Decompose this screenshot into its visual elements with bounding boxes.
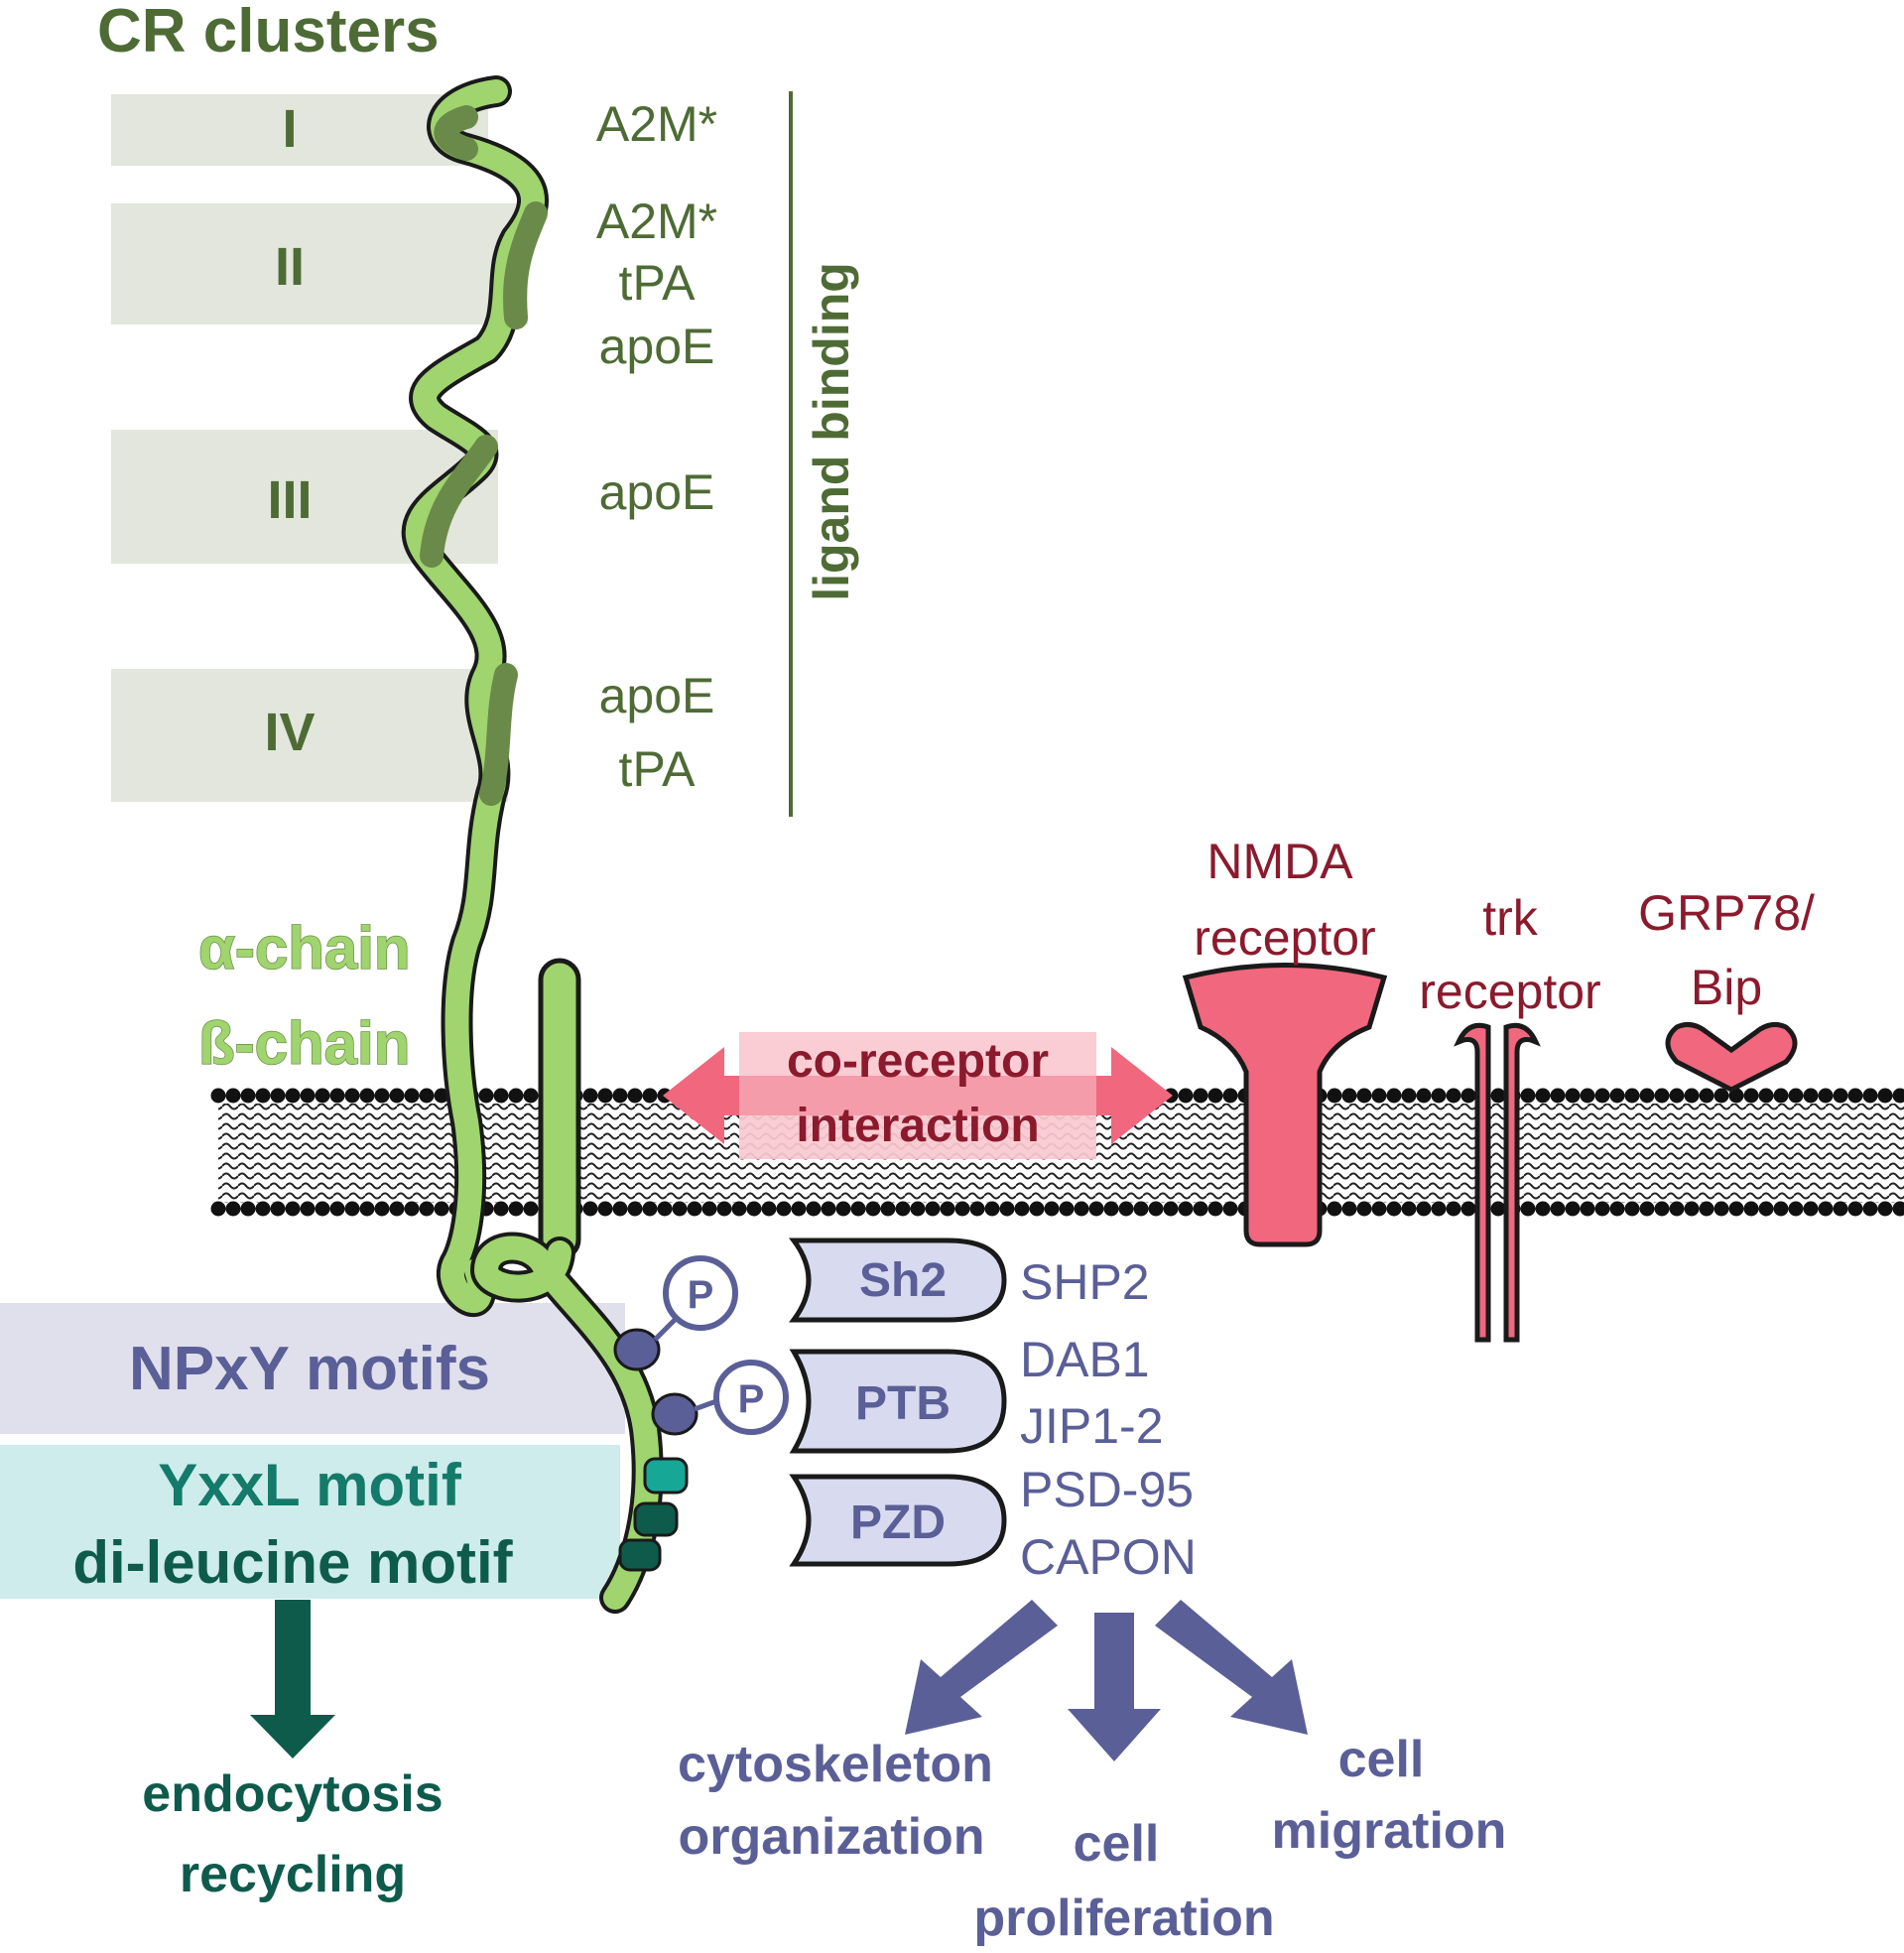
migration-label-line1: cell — [1338, 1731, 1425, 1788]
cluster-numeral-iv: IV — [264, 703, 315, 762]
yxxl-band — [0, 1445, 620, 1599]
phospho-label-2: P — [738, 1377, 765, 1421]
pzd-partner-0: PSD-95 — [1020, 1462, 1194, 1517]
nmda-label-line1: NMDA — [1206, 834, 1353, 889]
ligand-iv-1: tPA — [619, 741, 697, 797]
pzd-domain — [789, 1474, 1007, 1567]
migration-arrow — [1155, 1600, 1308, 1735]
ligand-ii-1: tPA — [619, 255, 697, 311]
grp78-label-line1: GRP78/ — [1638, 885, 1815, 941]
beta-chain-shape — [469, 958, 698, 1614]
trk-label-line1: trk — [1482, 890, 1539, 946]
endocytosis-label-line1: endocytosis — [142, 1765, 443, 1823]
grp78-label-line2: Bip — [1691, 960, 1762, 1015]
trk-label-line2: receptor — [1419, 964, 1600, 1019]
cluster-segment-iii — [420, 435, 498, 568]
ligand-iii-0: apoE — [599, 464, 715, 520]
ptb-partner-0: DAB1 — [1020, 1332, 1150, 1387]
dileucine-motif-label: di-leucine motif — [72, 1529, 513, 1596]
endocytosis-label-line2: recycling — [180, 1846, 406, 1903]
pzd-partner-1: CAPON — [1020, 1529, 1197, 1585]
npxy-band — [0, 1303, 625, 1434]
phospho-label-1: P — [688, 1273, 714, 1317]
alpha-chain-label: α-chain — [198, 915, 411, 981]
cr-clusters-title: CR clusters — [97, 0, 440, 65]
ligand-ii-2: apoE — [599, 319, 715, 374]
migration-label-line2: migration — [1272, 1802, 1507, 1860]
cluster-numeral-ii: II — [275, 237, 305, 297]
alpha-chain-shape — [401, 75, 549, 1317]
phospho-groups: P P — [653, 1255, 789, 1435]
proliferation-arrow — [1068, 1613, 1161, 1761]
trk-receptor-left — [1454, 1022, 1491, 1343]
ligand-labels: A2M* A2M* tPA apoE apoE apoE tPA — [596, 96, 717, 797]
nmda-receptor: NMDA receptor — [1182, 834, 1388, 1247]
sh2-domain-label: Sh2 — [859, 1254, 947, 1307]
pzd-domain-label: PZD — [850, 1497, 946, 1549]
coreceptor-label-line2: interaction — [796, 1100, 1039, 1152]
proliferation-label-line2: proliferation — [973, 1889, 1274, 1947]
grp78-receptor: GRP78/ Bip — [1638, 885, 1815, 1093]
nmda-receptor-shape — [1182, 963, 1388, 1247]
phospho-circle-2 — [713, 1360, 789, 1435]
cluster-segment-iv — [479, 663, 518, 806]
ptb-domain-label: PTB — [855, 1377, 951, 1430]
cytoskeleton-label-line1: cytoskeleton — [678, 1736, 993, 1793]
beta-chain-transmembrane — [538, 958, 581, 1261]
cluster-segment-i — [434, 105, 478, 161]
cluster-numeral-iii: III — [267, 470, 312, 530]
cluster-band-ii — [111, 203, 528, 325]
dileucine-site-2 — [618, 1538, 662, 1572]
sh2-partner-0: SHP2 — [1020, 1254, 1150, 1310]
yxxl-motif-label: YxxL motif — [158, 1452, 462, 1518]
beta-chain-label: ß-chain — [198, 1010, 410, 1077]
trk-receptor-right — [1503, 1022, 1541, 1343]
npxy-motifs-label: NPxY motifs — [129, 1335, 490, 1403]
proliferation-label-line1: cell — [1074, 1815, 1160, 1873]
yxxl-site — [643, 1457, 689, 1495]
cytoskeleton-arrow — [905, 1600, 1058, 1735]
ligand-binding-label: ligand binding — [804, 262, 859, 601]
dileucine-site-1 — [633, 1501, 679, 1537]
ptb-partner-1: JIP1-2 — [1020, 1398, 1164, 1454]
signaling-arrows — [905, 1600, 1308, 1761]
cluster-segment-ii — [503, 201, 548, 329]
cluster-band-iv — [111, 669, 508, 802]
sh2-domain — [789, 1237, 1007, 1323]
cluster-band-i — [111, 94, 488, 166]
cluster-numeral-i: I — [282, 99, 297, 159]
nmda-label-line2: receptor — [1194, 910, 1375, 966]
endocytosis-arrow — [250, 1600, 335, 1758]
trk-receptor: trk receptor — [1419, 890, 1601, 1343]
grp78-shape — [1665, 1021, 1798, 1093]
ligand-iv-0: apoE — [599, 668, 715, 723]
membrane-tails-lower — [218, 1151, 1904, 1203]
ptb-domain — [789, 1349, 1007, 1454]
coreceptor-arrow: co-receptor interaction — [663, 1032, 1173, 1159]
coreceptor-label-line1: co-receptor — [787, 1035, 1049, 1088]
phospho-circle-1 — [663, 1255, 738, 1331]
ligand-i-0: A2M* — [596, 96, 717, 152]
adaptor-domains: Sh2 PTB PZD SHP2 DAB1 JIP1-2 PSD-95 CAPO… — [789, 1237, 1197, 1585]
npxy-site-2 — [651, 1392, 698, 1436]
ligand-ii-0: A2M* — [596, 194, 717, 249]
cytoskeleton-label-line2: organization — [678, 1808, 984, 1866]
npxy-site-1 — [613, 1328, 661, 1371]
